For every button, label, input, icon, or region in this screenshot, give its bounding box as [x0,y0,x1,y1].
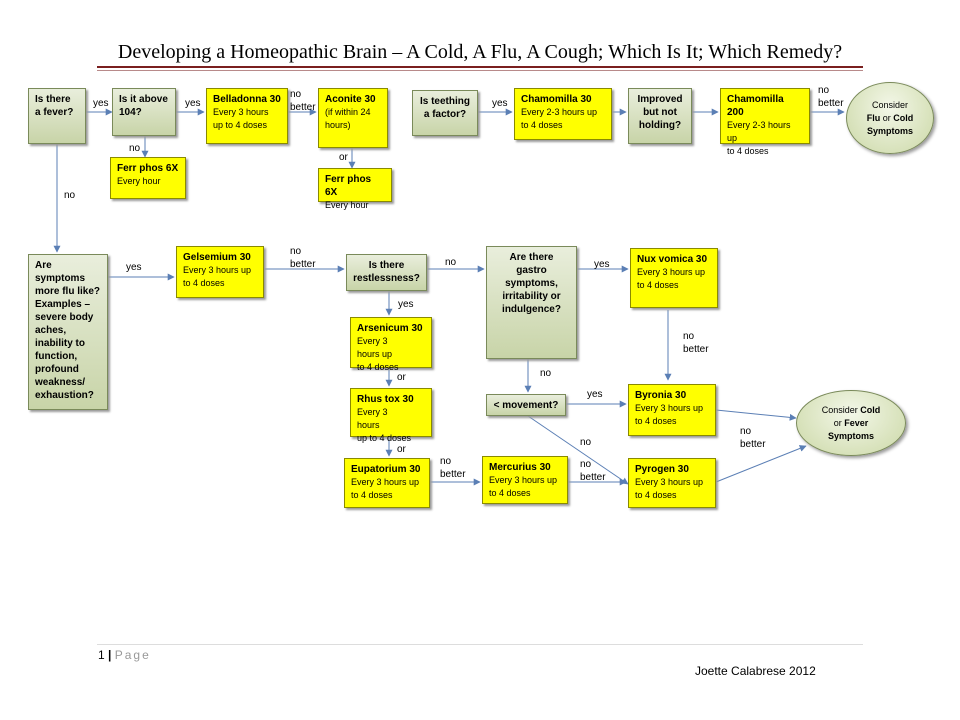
outcome-flu-or-cold: Consider Flu or Cold Symptoms [846,82,934,154]
decision-restlessness: Is there restlessness? [346,254,427,291]
decision-fever: Is there a fever? [28,88,86,144]
edge-label-no: no [580,437,592,448]
edge-label-no-better: no better [818,85,844,109]
edge-label-no: no [64,190,76,201]
decision-above-104: Is it above 104? [112,88,176,136]
edge-label-no-better: no better [683,331,709,355]
page-number: 1 | Page [98,648,151,662]
edge-label-no: no [129,143,141,154]
edge-label-no-better: no better [290,89,316,113]
footer-rule [97,644,863,645]
edge-label-yes: yes [398,299,414,310]
edge-label-no-better: no better [580,459,606,483]
edge-label-or: or [397,372,406,383]
remedy-chamomilla-30: Chamomilla 30 Every 2-3 hours up to 4 do… [514,88,612,140]
remedy-byronia: Byronia 30 Every 3 hours up to 4 doses [628,384,716,436]
edge-label-no-better: no better [440,456,466,480]
edge-label-no-better: no better [290,246,316,270]
decision-flu-like: Are symptoms more flu like? Examples – s… [28,254,108,410]
decision-teething: Is teething a factor? [412,90,478,136]
remedy-nux-vomica: Nux vomica 30 Every 3 hours up to 4 dose… [630,248,718,308]
remedy-aconite: Aconite 30 (if within 24 hours) [318,88,388,148]
remedy-chamomilla-200: Chamomilla 200 Every 2-3 hours up to 4 d… [720,88,810,156]
remedy-ferr-phos-a: Ferr phos 6X Every hour [110,157,186,199]
edge-label-no: no [445,257,457,268]
edge-label-yes: yes [185,98,201,109]
remedy-belladonna: Belladonna 30 Every 3 hours up to 4 dose… [206,88,288,144]
edge-label-yes: yes [594,259,610,270]
title-rule-top [97,66,863,68]
edge-label-or: or [397,444,406,455]
edge-label-yes: yes [492,98,508,109]
decision-gastro: Are there gastro symptoms, irritability … [486,246,577,359]
decision-movement: < movement? [486,394,566,416]
author-credit: Joette Calabrese 2012 [695,664,816,678]
remedy-rhus-tox: Rhus tox 30 Every 3 hours up to 4 doses [350,388,432,443]
decision-improved: Improved but not holding? [628,88,692,144]
title-rule-bottom [97,70,863,71]
edge-label-yes: yes [93,98,109,109]
edge-label-yes: yes [126,262,142,273]
remedy-ferr-phos-b: Ferr phos 6X Every hour [318,168,392,210]
remedy-eupatorium: Eupatorium 30 Every 3 hours up to 4 dose… [344,458,430,508]
remedy-pyrogen: Pyrogen 30 Every 3 hours up to 4 doses [628,458,716,508]
page-title: Developing a Homeopathic Brain – A Cold,… [117,41,843,63]
remedy-mercurius: Mercurius 30 Every 3 hours up to 4 doses [482,456,568,504]
remedy-arsenicum: Arsenicum 30 Every 3 hours up to 4 doses [350,317,432,372]
outcome-cold-or-fever: Consider Cold or Fever Symptoms [796,390,906,456]
edge-label-no-better: no better [740,426,766,450]
edge-label-or: or [339,152,348,163]
edge-label-no: no [540,368,552,379]
edge-label-yes: yes [587,389,603,400]
remedy-gelsemium: Gelsemium 30 Every 3 hours up to 4 doses [176,246,264,298]
